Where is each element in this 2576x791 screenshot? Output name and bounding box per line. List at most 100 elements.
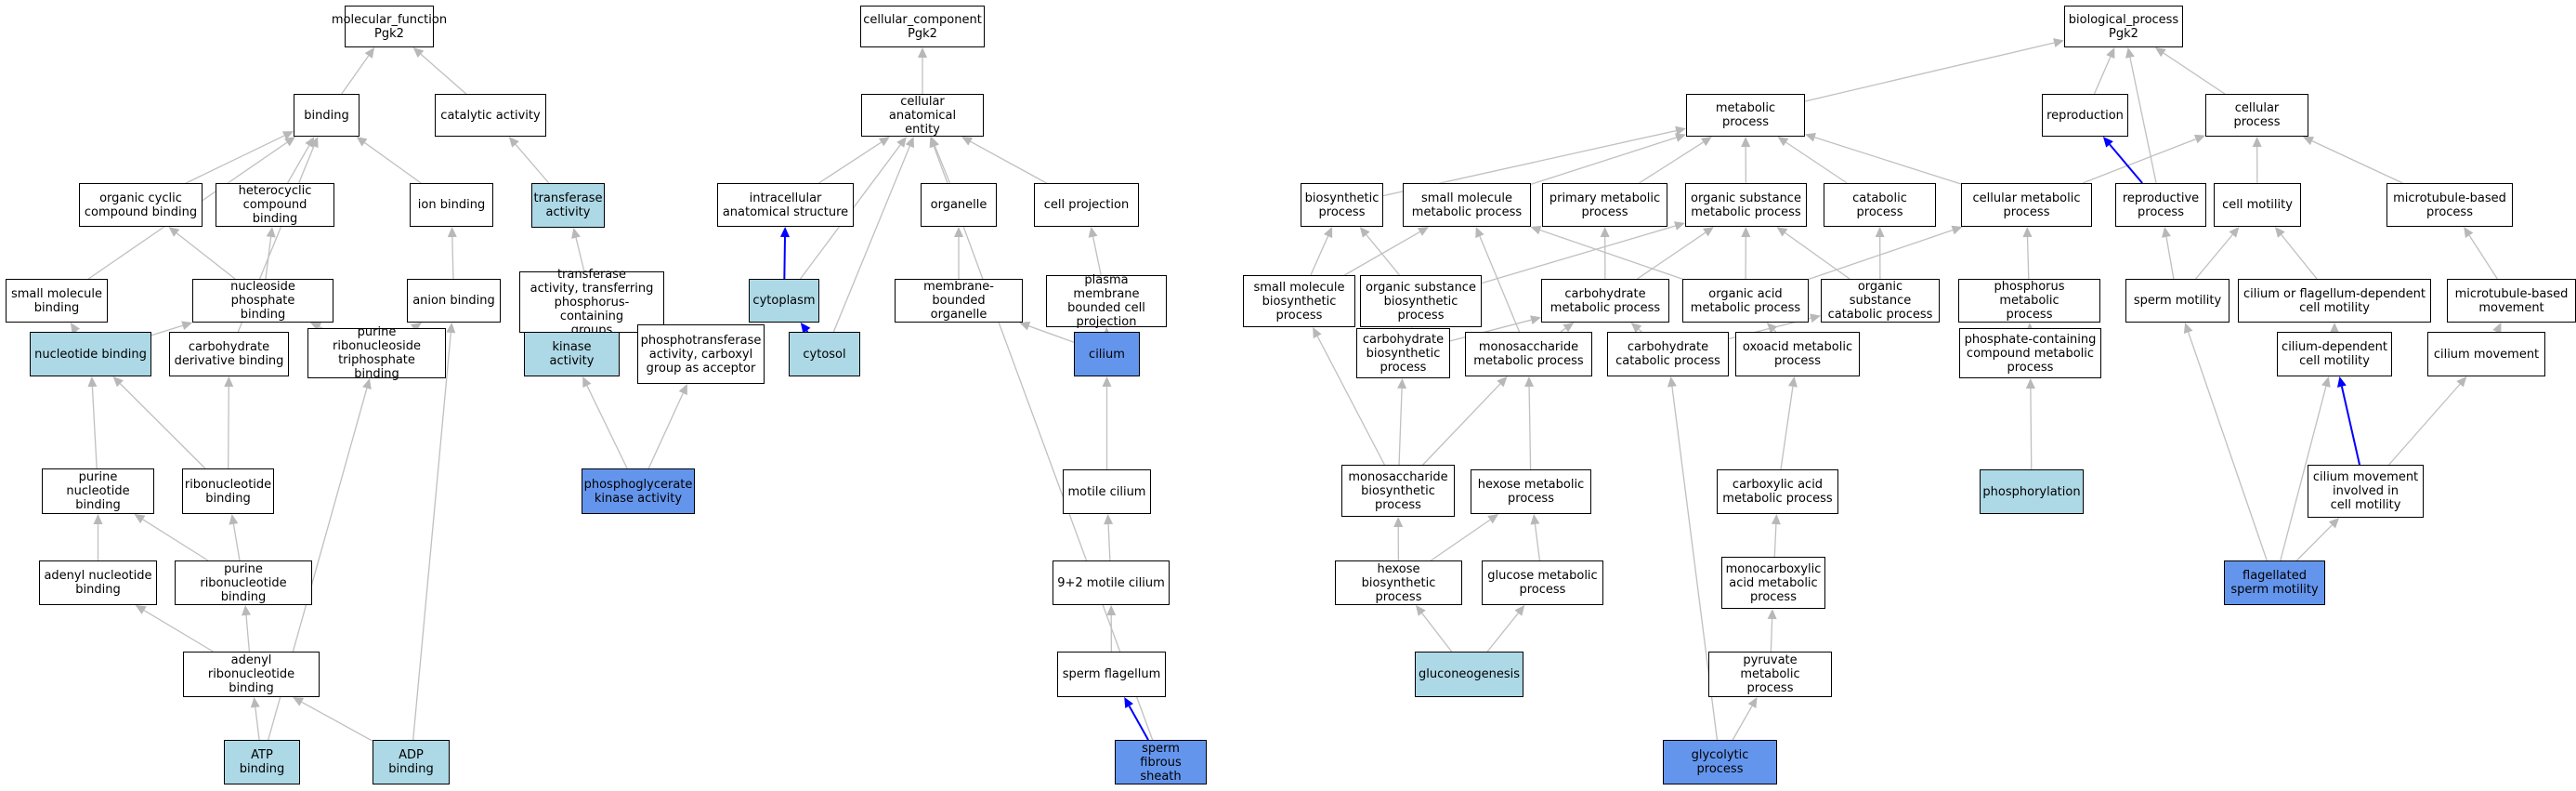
node-adenyl-nucleotide-binding[interactable]: adenyl nucleotide binding (39, 560, 157, 605)
node-atp-binding[interactable]: ATP binding (224, 740, 300, 784)
arrowhead-cellular_metabolic_process-to-metabolic_process (1805, 132, 1816, 142)
arrowhead-ribonucleotide_binding-to-carbohydrate_derivative_binding (224, 376, 234, 388)
edge-small_molecule_metabolic_process-to-metabolic_process (1530, 137, 1677, 185)
node-phosphate-containing-compound-metabolic-process[interactable]: phosphate-containing compound metabolic … (1959, 328, 2101, 378)
node-cell-motility[interactable]: cell motility (2214, 183, 2301, 227)
node-reproductive-process[interactable]: reproductive process (2115, 183, 2206, 227)
node-hexose-metabolic-process[interactable]: hexose metabolic process (1471, 469, 1591, 514)
edge-cilium-to-membrane_bounded_organelle (1028, 325, 1075, 343)
node-sperm-fibrous-sheath[interactable]: sperm fibrous sheath (1115, 740, 1207, 784)
node-cellular-component-root[interactable]: cellular_component Pgk2 (860, 6, 985, 47)
node-monosaccharide-metabolic-process[interactable]: monosaccharide metabolic process (1465, 332, 1592, 376)
node-glycolytic-process[interactable]: glycolytic process (1663, 740, 1777, 784)
node-carbohydrate-metabolic-process[interactable]: carbohydrate metabolic process (1541, 279, 1669, 323)
node-catabolic-process[interactable]: catabolic process (1824, 183, 1936, 227)
node-organic-substance-metabolic-process[interactable]: organic substance metabolic process (1685, 183, 1807, 227)
node-phosphorylation[interactable]: phosphorylation (1980, 469, 2084, 514)
node-carbohydrate-derivative-binding[interactable]: carbohydrate derivative binding (169, 332, 289, 376)
node-metabolic-process[interactable]: metabolic process (1686, 94, 1805, 137)
node-heterocyclic-compound-binding[interactable]: heterocyclic compound binding (216, 183, 334, 227)
node-plasma-membrane-bounded-cell-projection[interactable]: plasma membrane bounded cell projection (1046, 273, 1167, 329)
node-primary-metabolic-process[interactable]: primary metabolic process (1542, 183, 1667, 227)
node-cilium[interactable]: cilium (1074, 332, 1140, 376)
node-organic-substance-catabolic-process[interactable]: organic substance catabolic process (1821, 279, 1940, 323)
node-purine-ribonucleoside-triphosphate-binding[interactable]: purine ribonucleoside triphosphate bindi… (307, 325, 446, 381)
node-microtubule-based-movement[interactable]: microtubule-based movement (2447, 279, 2576, 323)
node-carboxylic-acid-metabolic-process[interactable]: carboxylic acid metabolic process (1717, 469, 1838, 514)
arrowhead-atp_binding-to-adenyl_ribonucleotide_binding (250, 697, 260, 708)
edge-phosphorus_metabolic_process-to-cellular_metabolic_process (2026, 236, 2030, 280)
arrowhead-hexose_biosynthetic_process-to-hexose_metabolic_process (1487, 514, 1499, 524)
node-flagellated-sperm-motility[interactable]: flagellated sperm motility (2224, 560, 2325, 605)
node-small-molecule-binding[interactable]: small molecule binding (6, 279, 108, 323)
node-organic-cyclic-compound-binding[interactable]: organic cyclic compound binding (79, 183, 203, 227)
node-phosphotransferase-carboxyl[interactable]: phosphotransferase activity, carboxyl gr… (637, 324, 765, 384)
node-pyruvate-metabolic-process[interactable]: pyruvate metabolic process (1708, 652, 1832, 697)
node-microtubule-based-process[interactable]: microtubule-based process (2386, 183, 2513, 227)
node-sperm-motility[interactable]: sperm motility (2125, 279, 2229, 323)
node-cellular-process[interactable]: cellular process (2205, 94, 2308, 137)
node-oxoacid-metabolic-process[interactable]: oxoacid metabolic process (1735, 332, 1860, 376)
node-organic-substance-biosynthetic-process[interactable]: organic substance biosynthetic process (1360, 275, 1482, 327)
arrowhead-adenyl_nucleotide_binding-to-purine_nucleotide_binding (93, 514, 103, 524)
node-small-molecule-metabolic-process[interactable]: small molecule metabolic process (1403, 183, 1531, 227)
edge-reproduction-to-bp_root (2093, 56, 2112, 95)
node-molecular-function-root[interactable]: molecular_function Pgk2 (332, 6, 447, 47)
node-organic-acid-metabolic-process[interactable]: organic acid metabolic process (1682, 279, 1809, 323)
node-adp-binding[interactable]: ADP binding (373, 740, 450, 784)
node-glucose-metabolic-process[interactable]: glucose metabolic process (1482, 560, 1603, 605)
node-binding[interactable]: binding (294, 94, 360, 137)
node-cellular-metabolic-process[interactable]: cellular metabolic process (1961, 183, 2092, 227)
node-carbohydrate-catabolic-process[interactable]: carbohydrate catabolic process (1607, 332, 1729, 376)
node-intracellular-anatomical-structure[interactable]: intracellular anatomical structure (717, 183, 854, 227)
edge-nine_plus_two_motile_cilium-to-motile_cilium (1107, 523, 1111, 561)
node-sperm-flagellum[interactable]: sperm flagellum (1057, 652, 1166, 697)
node-cytosol[interactable]: cytosol (789, 332, 860, 376)
node-catalytic-activity[interactable]: catalytic activity (435, 94, 546, 137)
node-biological-process-root[interactable]: biological_process Pgk2 (2064, 6, 2183, 47)
node-motile-cilium[interactable]: motile cilium (1063, 469, 1151, 514)
node-phosphoglycerate-kinase-activity[interactable]: phosphoglycerate kinase activity (582, 468, 695, 514)
node-transferase-activity[interactable]: transferase activity (531, 183, 605, 228)
arrowhead-adp_binding-to-adenyl_ribonucleotide_binding (293, 697, 305, 706)
node-nucleotide-binding[interactable]: nucleotide binding (30, 332, 151, 376)
arrowhead-monosaccharide_biosynthetic_process-to-carbohydrate_biosynthetic_process (1397, 378, 1407, 389)
node-cilium-movement-involved-in-cell-motility[interactable]: cilium movement involved in cell motilit… (2308, 465, 2424, 518)
edge-cellular_process-to-bp_root (2163, 52, 2226, 95)
edge-cell_projection-to-cellular_anatomical_entity (970, 140, 1047, 184)
node-purine-nucleotide-binding[interactable]: purine nucleotide binding (42, 468, 154, 514)
node-nucleoside-phosphate-binding[interactable]: nucleoside phosphate binding (192, 279, 333, 323)
edge-monosaccharide_biosynthetic_process-to-monosaccharide_metabolic_process (1422, 383, 1501, 466)
node-cilium-movement[interactable]: cilium movement (2427, 332, 2545, 376)
node-adenyl-ribonucleotide-binding[interactable]: adenyl ribonucleotide binding (183, 652, 320, 697)
arrowhead-purine_ribonucleoside_triphosphate_binding-to-anion_binding (411, 323, 422, 333)
node-transferase-phosphorus-groups[interactable]: transferase activity, transferring phosp… (519, 268, 664, 337)
node-gluconeogenesis[interactable]: gluconeogenesis (1415, 652, 1523, 697)
arrowhead-small_molecule_metabolic_process-to-metabolic_process (1674, 133, 1686, 142)
arrowhead-organic_acid_metabolic_process-to-organic_substance_metabolic_process (1741, 227, 1751, 238)
node-cellular-anatomical-entity[interactable]: cellular anatomical entity (861, 94, 984, 137)
node-cell-projection[interactable]: cell projection (1034, 183, 1139, 227)
node-purine-ribonucleotide-binding[interactable]: purine ribonucleotide binding (175, 560, 312, 605)
node-small-molecule-biosynthetic-process[interactable]: small molecule biosynthetic process (1243, 275, 1355, 327)
node-anion-binding[interactable]: anion binding (407, 279, 501, 323)
node-cilium-or-flagellum-dependent-cell-motility[interactable]: cilium or flagellum-dependent cell motil… (2238, 279, 2431, 323)
node-organelle[interactable]: organelle (921, 183, 997, 227)
node-hexose-biosynthetic-process[interactable]: hexose biosynthetic process (1335, 560, 1462, 605)
node-cytoplasm[interactable]: cytoplasm (749, 279, 819, 323)
node-kinase-activity[interactable]: kinase activity (524, 332, 620, 376)
node-membrane-bounded-organelle[interactable]: membrane-bounded organelle (895, 279, 1023, 323)
edge-purine_nucleotide_binding-to-nucleotide_binding (91, 386, 98, 469)
node-monosaccharide-biosynthetic-process[interactable]: monosaccharide biosynthetic process (1341, 465, 1455, 517)
node-phosphorus-metabolic-process[interactable]: phosphorus metabolic process (1958, 279, 2100, 323)
node-reproduction[interactable]: reproduction (2042, 94, 2128, 137)
arrowhead-reproductive_process-to-reproduction (2102, 137, 2113, 148)
node-cilium-dependent-cell-motility[interactable]: cilium-dependent cell motility (2277, 332, 2392, 376)
node-ribonucleotide-binding[interactable]: ribonucleotide binding (182, 468, 274, 514)
node-9-2-motile-cilium[interactable]: 9+2 motile cilium (1053, 560, 1170, 605)
node-carbohydrate-biosynthetic-process[interactable]: carbohydrate biosynthetic process (1356, 328, 1450, 378)
node-ion-binding[interactable]: ion binding (410, 183, 493, 227)
node-biosynthetic-process[interactable]: biosynthetic process (1301, 183, 1383, 227)
node-monocarboxylic-acid-metabolic-process[interactable]: monocarboxylic acid metabolic process (1721, 557, 1825, 609)
